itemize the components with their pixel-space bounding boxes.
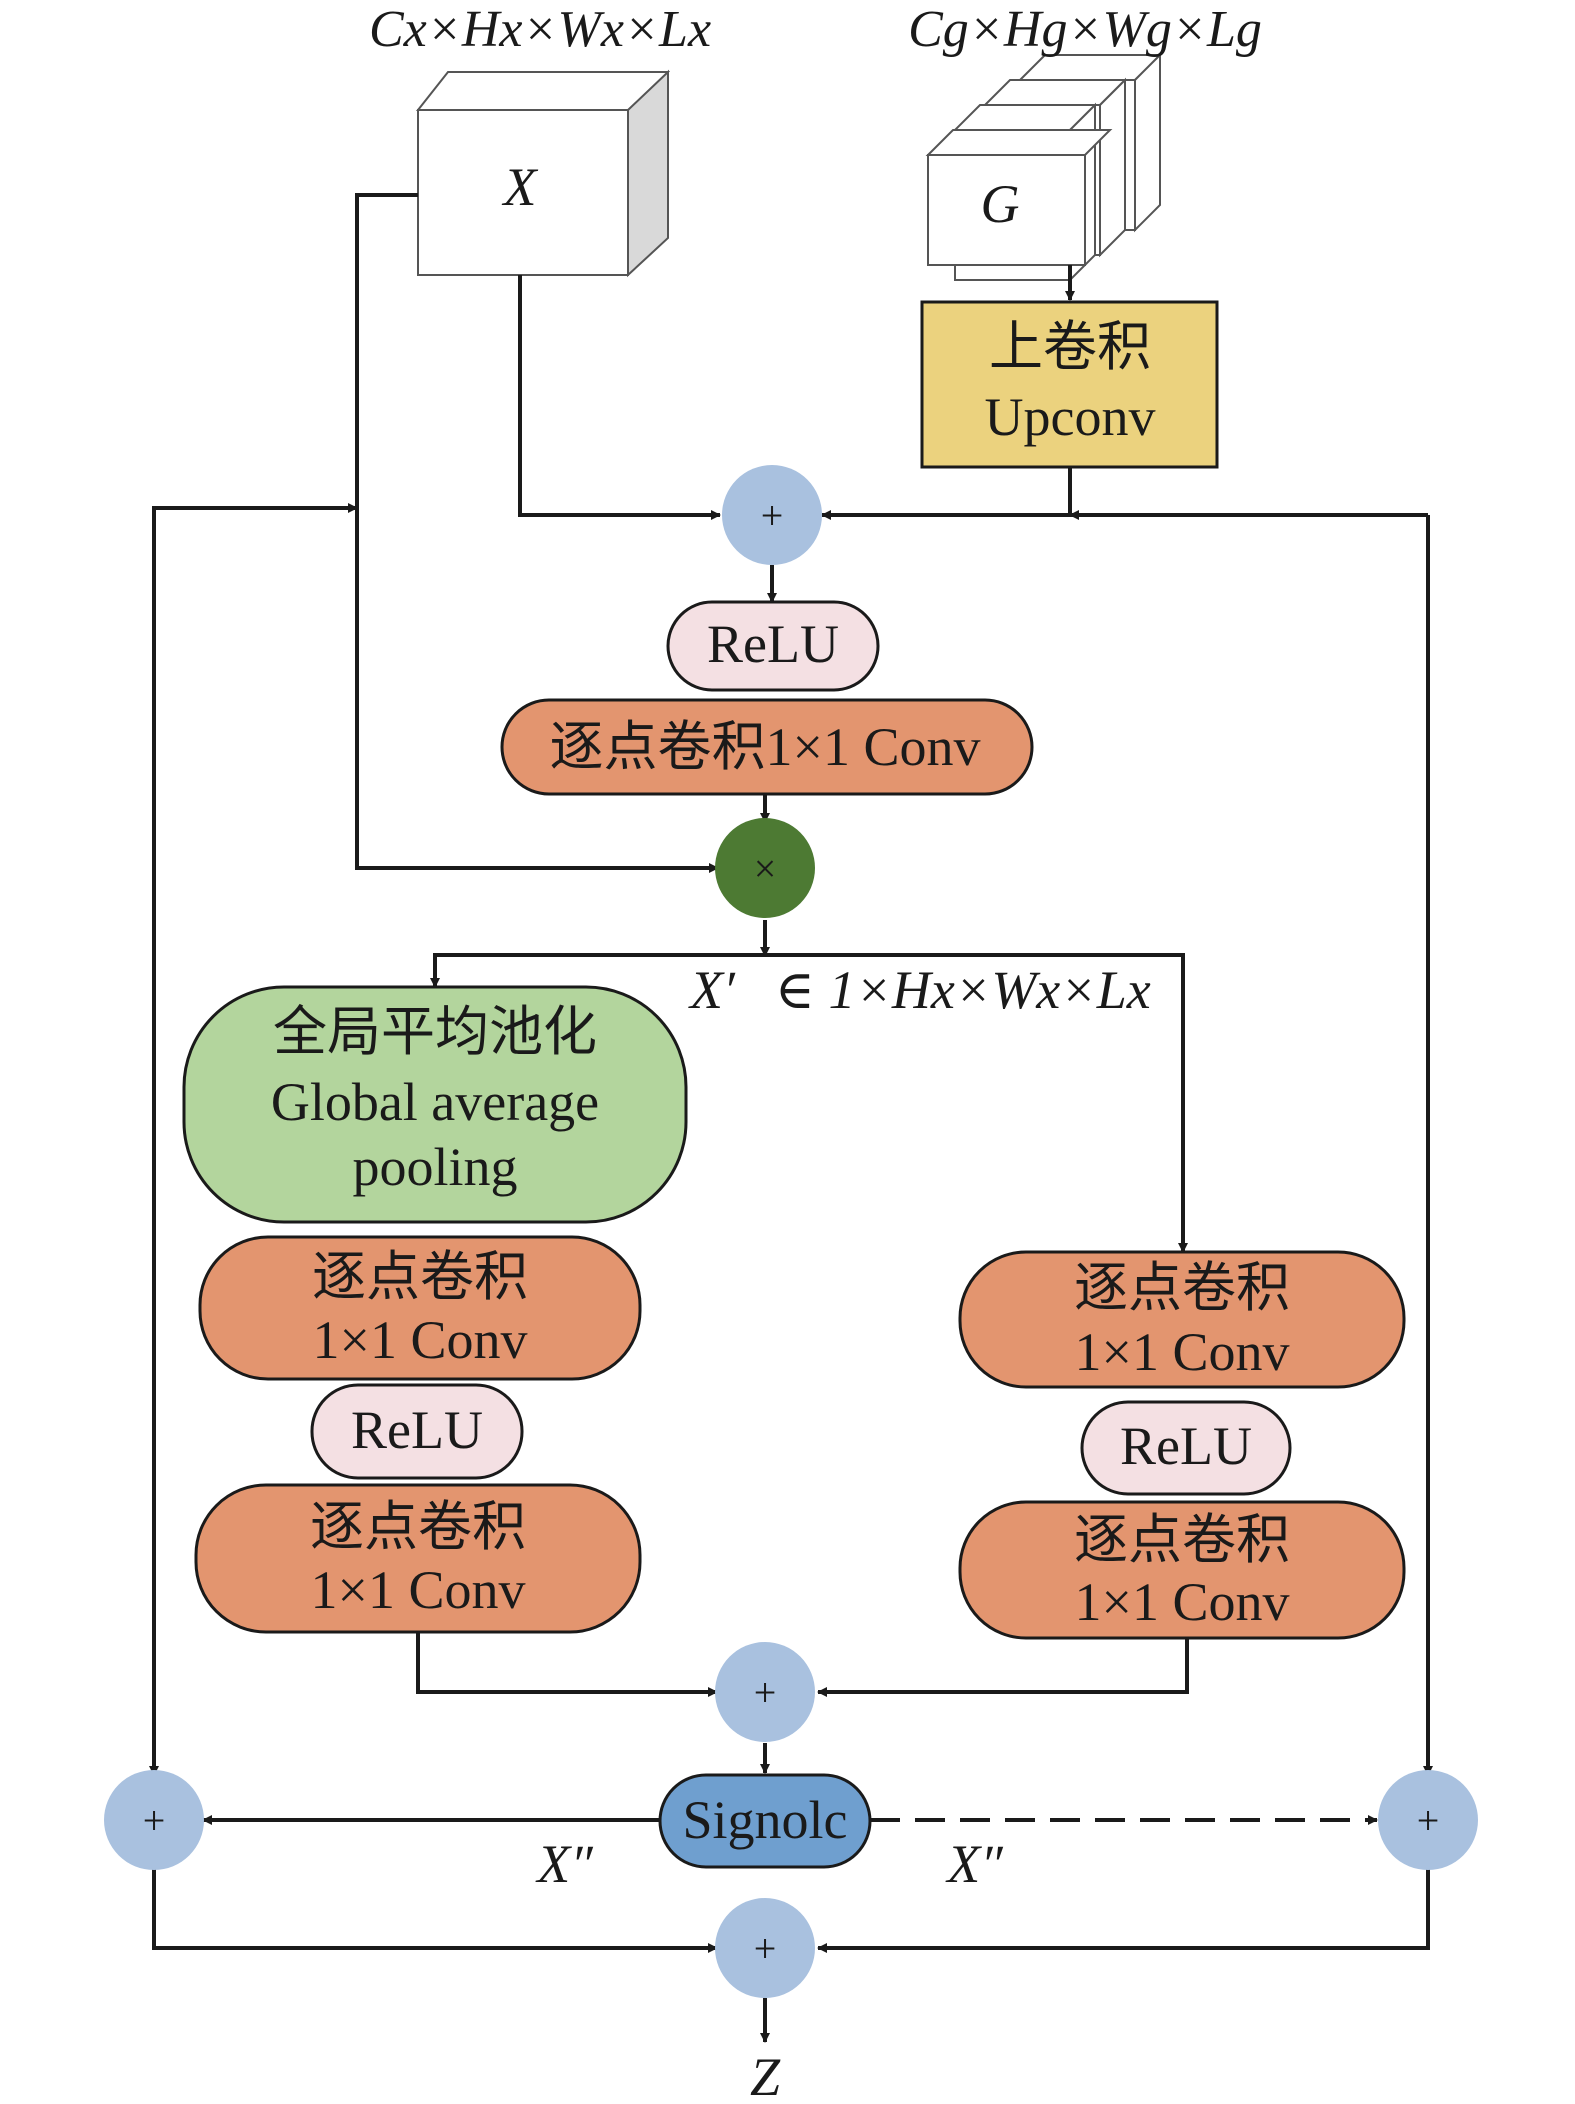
add-node-merge-symbol: + xyxy=(754,1670,777,1715)
relu-right xyxy=(1080,1400,1292,1496)
xdoubleprime-left: X″ xyxy=(535,1834,593,1894)
relu-left-label: ReLU xyxy=(351,1400,483,1460)
relu-left xyxy=(310,1383,524,1480)
upconv-label-cn: 上卷积 xyxy=(989,317,1151,377)
conv-top-label: 逐点卷积1×1 Conv xyxy=(550,717,981,777)
conv-right-2-cn: 逐点卷积 xyxy=(1074,1510,1290,1570)
input-g-block xyxy=(925,52,1163,283)
conv-left-1-en: 1×1 Conv xyxy=(313,1310,528,1370)
conv-right-2-en: 1×1 Conv xyxy=(1075,1572,1290,1632)
add-node-left-symbol: + xyxy=(143,1798,166,1843)
relu-top xyxy=(666,600,880,692)
upconv-box xyxy=(920,300,1219,469)
conv-right-1 xyxy=(958,1250,1406,1389)
conv-top xyxy=(500,698,1034,796)
sigmoid-box xyxy=(658,1773,872,1869)
xprime-var: X′ xyxy=(688,960,736,1020)
conv-left-2-cn: 逐点卷积 xyxy=(310,1497,526,1557)
connector-lines xyxy=(149,193,1433,2043)
add-node-right-symbol: + xyxy=(1417,1798,1440,1843)
add-node-left xyxy=(104,1770,204,1870)
xprime-set: ∈ 1×Hx×Wx×Lx xyxy=(775,960,1151,1020)
add-node-final-symbol: + xyxy=(754,1926,777,1971)
gap-label-en-1: Global average xyxy=(271,1072,599,1132)
conv-left-2 xyxy=(194,1483,642,1634)
sigmoid-label: Signolc xyxy=(682,1790,847,1850)
add-node-final xyxy=(715,1898,815,1998)
input-g-label: G xyxy=(981,174,1020,234)
multiply-node xyxy=(715,818,815,918)
add-node-1-symbol: + xyxy=(761,493,784,538)
conv-left-2-en: 1×1 Conv xyxy=(311,1560,526,1620)
multiply-node-symbol: × xyxy=(754,846,777,891)
conv-right-2 xyxy=(958,1500,1406,1640)
add-node-1 xyxy=(722,465,822,565)
conv-left-1 xyxy=(198,1235,642,1381)
gap-label-en-2: pooling xyxy=(352,1137,517,1197)
conv-right-1-en: 1×1 Conv xyxy=(1075,1322,1290,1382)
input-x-label: X xyxy=(502,157,539,217)
add-node-merge xyxy=(715,1642,815,1742)
input-g-dims: Cg×Hg×Wg×Lg xyxy=(908,1,1262,58)
output-z-label: Z xyxy=(750,2047,781,2104)
gap-label-cn: 全局平均池化 xyxy=(273,1002,597,1062)
input-x-dims: Cx×Hx×Wx×Lx xyxy=(369,1,711,58)
relu-top-label: ReLU xyxy=(707,614,839,674)
input-x-block xyxy=(415,69,671,278)
xdoubleprime-right: X″ xyxy=(945,1834,1003,1894)
upconv-label-en: Upconv xyxy=(985,387,1156,447)
conv-right-1-cn: 逐点卷积 xyxy=(1074,1258,1290,1318)
relu-right-label: ReLU xyxy=(1120,1416,1252,1476)
add-node-right xyxy=(1378,1770,1478,1870)
gap-box xyxy=(182,985,688,1224)
conv-left-1-cn: 逐点卷积 xyxy=(312,1247,528,1307)
